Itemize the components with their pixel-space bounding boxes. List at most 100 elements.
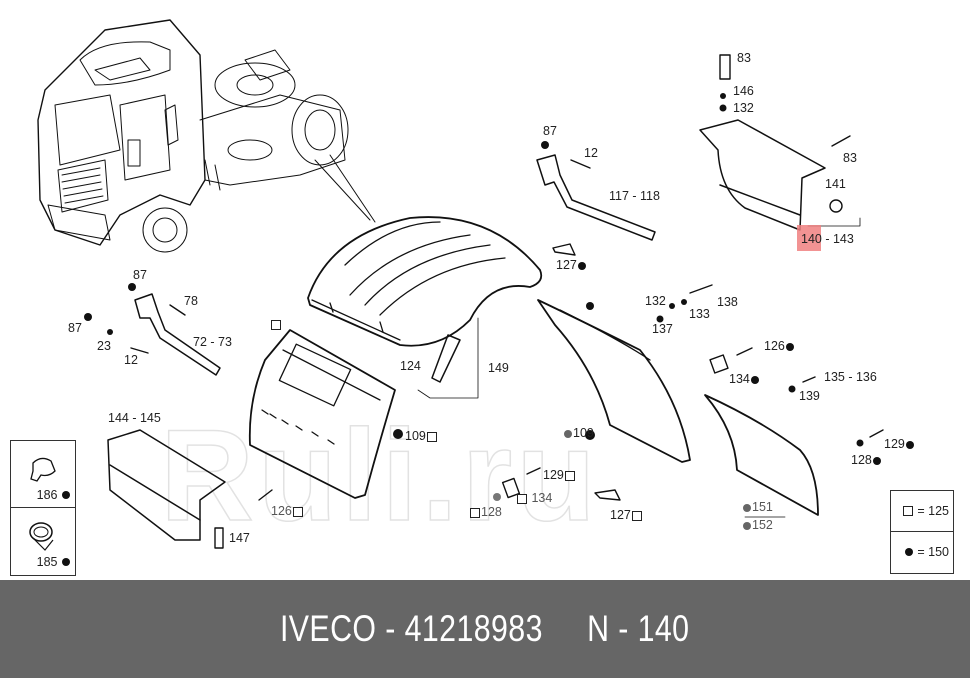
callout-87: 87 [68,321,82,335]
dot-marker [785,342,794,351]
front-mudguard-panel [248,329,396,499]
callout-109-num: 109 [405,429,426,443]
callout-126-num: 126 [764,339,785,353]
callout-134: 134 [729,373,760,386]
dot-marker [872,456,881,465]
inset-label-185: 185 [36,554,71,569]
dot-marker [564,429,572,438]
callout-12: 12 [584,146,598,160]
footer-bar: IVECO - 41218983 N - 140 [0,580,970,678]
callout-127-num: 127 [610,508,631,522]
callout-128-num: 128 [851,453,872,467]
callout-23: 23 [97,339,111,353]
callout-109-num: 109 [573,426,594,440]
dot-marker [62,491,70,500]
legend-square-row: = 125 [891,491,953,531]
callout-135-136: 135 - 136 [824,370,877,384]
callout-134-num: 134 [729,372,750,386]
callout-12: 12 [124,353,138,367]
callout-151: 151 [742,501,773,514]
callout-149: 149 [488,361,509,375]
callout-117-118: 117 - 118 [609,189,660,203]
fender-box-140 [699,119,826,231]
callout-144-145: 144 - 145 [108,411,161,425]
upper-mudguard-part [307,216,543,347]
dot-marker [62,558,70,567]
callout-109: 109 [405,430,438,443]
callout-129: 129 [884,438,915,451]
plug-icon [30,457,56,482]
callout-140: 140 [801,232,822,246]
legend-dot-row: = 150 [891,531,953,572]
callout-129-num: 129 [543,468,564,482]
callout-132: 132 [733,101,754,115]
square-marker [631,510,642,521]
fasteners [84,141,864,447]
callout-151-num: 151 [752,500,773,514]
square-marker [426,431,437,442]
callout-128: 128 [851,454,882,467]
bracket-rail-72-73 [134,293,221,376]
square-marker [271,319,281,330]
inset-num: 185 [36,554,58,569]
square-marker [517,493,527,504]
part-reference-title: IVECO - 41218983 N - 140 [280,608,690,649]
callout-134: 134 [516,492,552,505]
callout-132: 132 [645,294,666,308]
inset-label-186: 186 [36,487,71,502]
callout-83: 83 [843,151,857,165]
legend: = 125 = 150 [890,490,954,574]
callout-126-num: 126 [271,504,292,518]
callout-139: 139 [799,389,820,403]
truck-illustration [37,19,376,253]
legend-square-value: = 125 [917,504,949,518]
callout-147: 147 [229,531,250,545]
callout-141: 141 [825,177,846,191]
dot-marker [750,375,759,384]
fender-box-144 [107,429,226,541]
callout-143: - 143 [821,232,854,246]
callout-134-num: 134 [531,491,553,505]
rear-flap-panel [704,394,819,516]
inset-cell-185: 185 [11,507,75,574]
dot-marker [905,440,914,449]
callout-78: 78 [184,294,198,308]
legend-dot-value: = 150 [917,545,949,559]
rear-mudguard-panel [537,299,691,463]
callout-140-143: 140 - 143 [801,233,854,246]
dot-marker [577,261,586,270]
callout-128: 128 [469,506,502,519]
callout-137: 137 [652,322,673,336]
bolts [130,54,884,549]
parts-drawing [37,19,884,549]
callout-109: 109 [563,427,594,440]
square-marker [470,507,480,518]
callout-129-num: 129 [884,437,905,451]
inset-parts-box: 186 185 [10,440,76,576]
square-marker [564,470,575,481]
bracket-rail-117-118 [536,154,656,241]
dot-marker [743,521,751,530]
callout-152: 152 [742,519,773,532]
callout-127: 127 [556,259,587,272]
callout-126: 126 [271,505,304,518]
grommet-icon [29,522,54,551]
callout-87: 87 [543,124,557,138]
strip-124 [431,334,461,383]
callout-152-num: 152 [752,518,773,532]
callout-129: 129 [543,469,576,482]
callout-146: 146 [733,84,754,98]
callout-72-73: 72 - 73 [193,335,232,349]
dot-marker [743,503,751,512]
exploded-parts-diagram: Ruli.ru [10,19,954,576]
highlight-140 [797,225,821,251]
inset-num: 186 [36,487,58,502]
callout-128-num: 128 [481,505,502,519]
callout-126: 126 [764,340,795,353]
callout-124: 124 [400,359,421,373]
callout-138: 138 [717,295,738,309]
dot-marker [904,548,913,556]
callout-133: 133 [689,307,710,321]
callout-83: 83 [737,51,751,65]
inset-cell-186: 186 [11,441,75,507]
